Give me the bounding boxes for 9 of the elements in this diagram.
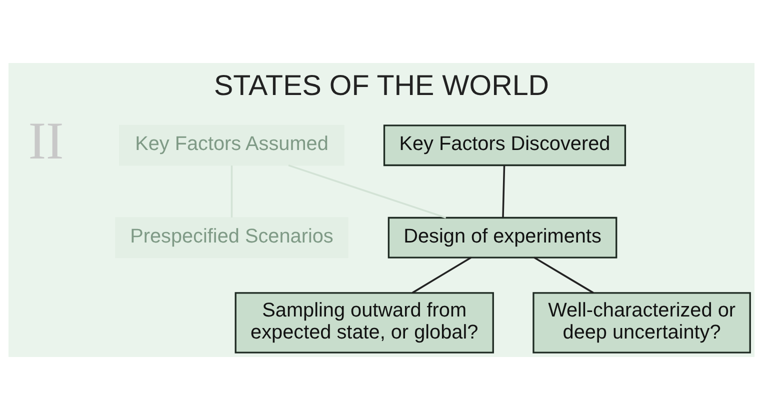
connector bbox=[412, 256, 472, 294]
node-box: Key Factors Discovered bbox=[383, 124, 626, 166]
node-box: Sampling outward from expected state, or global? bbox=[234, 292, 494, 354]
connector bbox=[534, 256, 594, 294]
node-box: Design of experiments bbox=[388, 216, 618, 258]
node-box: Well-characterized or deep uncertainty? bbox=[532, 292, 751, 354]
connector bbox=[288, 164, 446, 218]
connector bbox=[502, 166, 506, 218]
diagram-title: STATES OF THE WORLD bbox=[214, 70, 550, 102]
